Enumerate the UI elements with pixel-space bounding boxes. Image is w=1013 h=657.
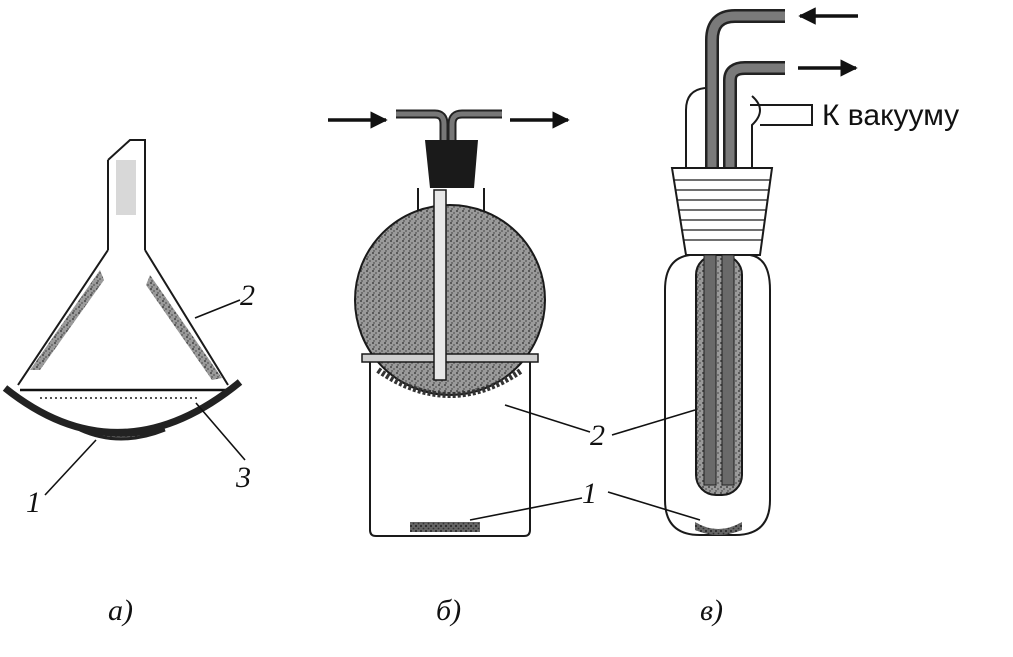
vacuum-label: К вакууму bbox=[822, 99, 959, 132]
rubber-stopper bbox=[425, 140, 478, 188]
substance-in-beaker bbox=[410, 522, 480, 532]
vacuum-side-arm bbox=[750, 104, 813, 126]
stem-shading bbox=[116, 160, 136, 215]
caption-b: б) bbox=[436, 594, 461, 627]
caption-a: а) bbox=[108, 594, 133, 627]
leader-2 bbox=[194, 299, 241, 319]
label-b-2: 2 bbox=[590, 419, 605, 452]
caption-v: в) bbox=[700, 594, 723, 627]
leader-v-1 bbox=[607, 491, 701, 521]
flask-bulb bbox=[354, 204, 546, 396]
leader-v-2 bbox=[611, 409, 696, 436]
sublimate-right-wall bbox=[146, 275, 222, 380]
panel-a: 2 3 1 а) bbox=[2, 139, 255, 627]
cold-finger bbox=[695, 254, 743, 496]
leader-1 bbox=[44, 439, 97, 496]
panel-v: К вакууму в) bbox=[607, 7, 959, 627]
substance-bottom bbox=[695, 522, 742, 535]
cold-finger-inlet bbox=[705, 9, 785, 180]
sublimate-on-flask bbox=[376, 367, 524, 398]
outer-vessel bbox=[664, 254, 771, 536]
evaporating-dish bbox=[2, 379, 243, 437]
inner-coolant-tube bbox=[703, 254, 717, 486]
joint-grooves bbox=[674, 179, 770, 241]
beaker-rim bbox=[361, 353, 539, 363]
outlet-tube bbox=[447, 109, 502, 140]
funnel-cone bbox=[17, 249, 229, 386]
inner-tube bbox=[433, 189, 447, 381]
panel-b: 2 1 б) bbox=[328, 109, 605, 627]
inlet-tube bbox=[396, 109, 449, 140]
label-b-1: 1 bbox=[582, 477, 597, 510]
label-2: 2 bbox=[240, 279, 255, 312]
substance-in-dish bbox=[79, 428, 166, 441]
leader-b-1 bbox=[469, 497, 583, 521]
leader-3 bbox=[195, 402, 246, 461]
ground-joint bbox=[670, 167, 774, 256]
adapter-head bbox=[685, 87, 761, 168]
sublimate-left-wall bbox=[30, 270, 104, 370]
beaker bbox=[369, 360, 531, 537]
label-3: 3 bbox=[235, 461, 251, 494]
leader-b-2 bbox=[504, 404, 591, 433]
funnel-stem bbox=[107, 139, 146, 250]
label-1: 1 bbox=[26, 486, 41, 519]
